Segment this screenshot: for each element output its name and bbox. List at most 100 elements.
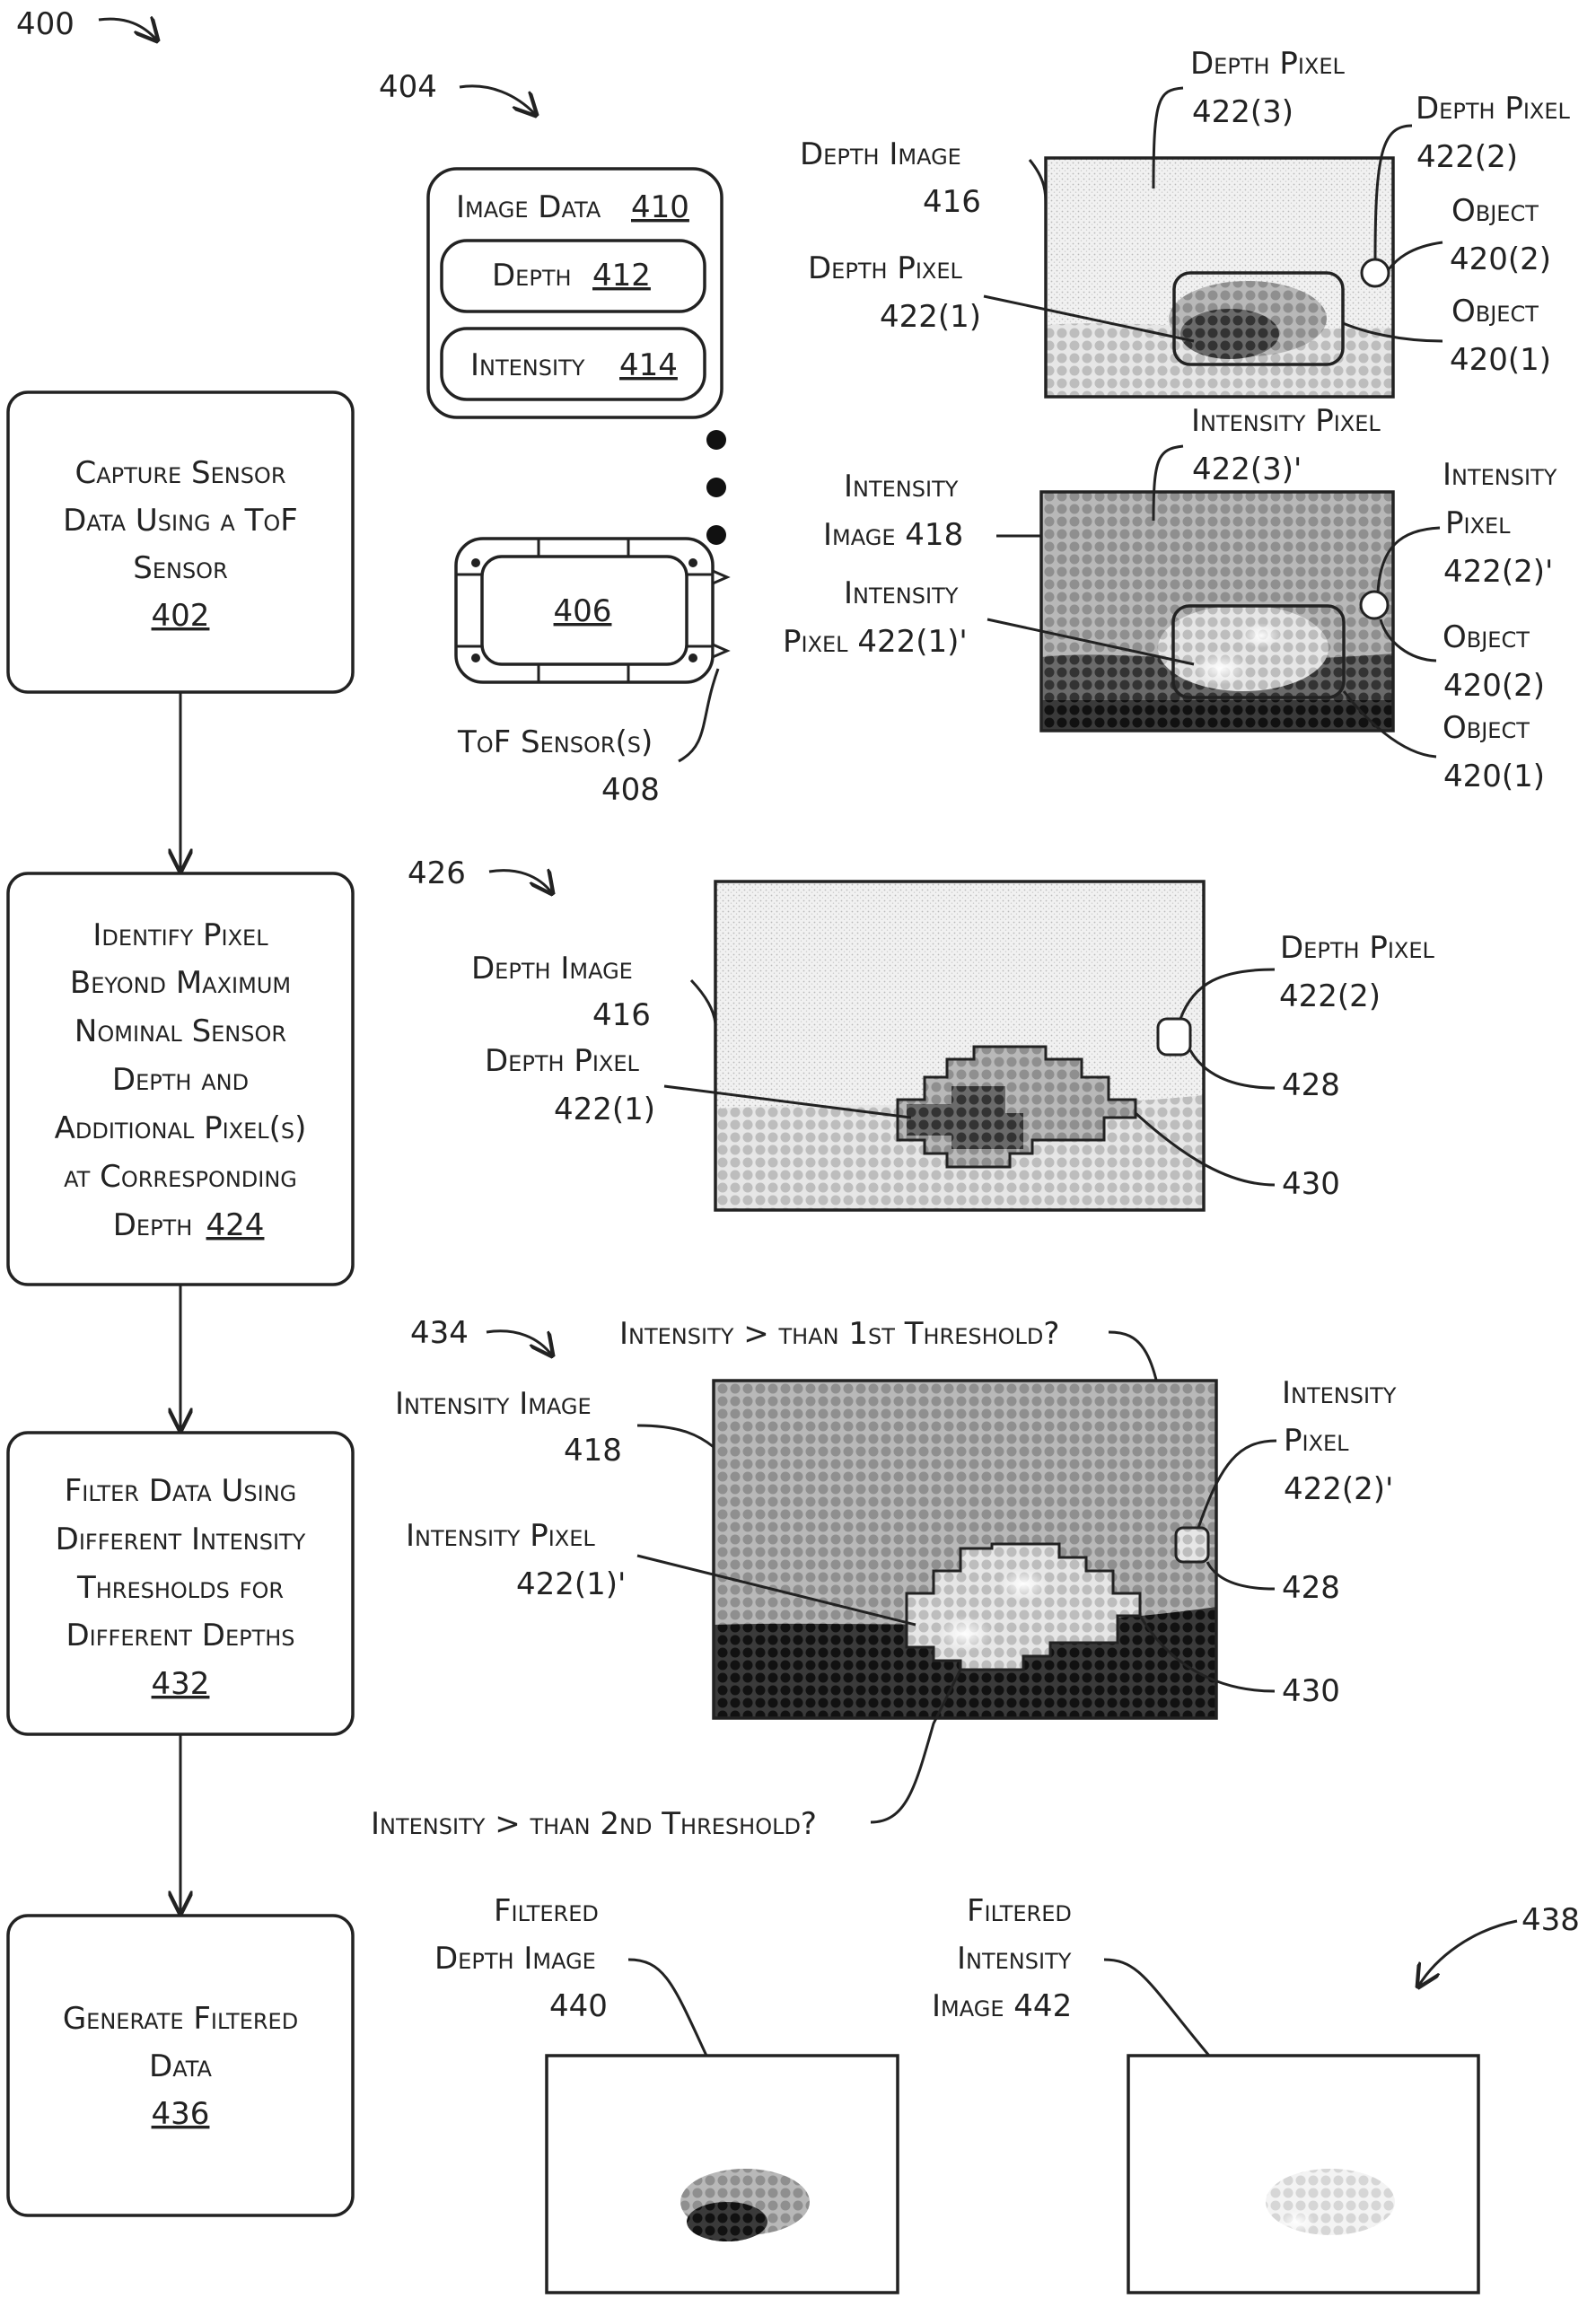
- filtered-depth-object-core: [687, 2202, 767, 2241]
- intensity-pixel-2-label-2: Pixel: [1445, 505, 1511, 541]
- image-data-ref: 410: [631, 189, 689, 225]
- panel-438-ref: 438: [1521, 1902, 1580, 1938]
- step-432-line-3: Thresholds for: [76, 1570, 284, 1606]
- depth-image-small: [1044, 156, 1395, 399]
- step-424-line-6: at Corresponding: [64, 1159, 297, 1195]
- intensity-image-418b-ref: 418: [564, 1433, 622, 1469]
- depth-image-416b-leader: [689, 978, 717, 1024]
- tof-sensor-leader: [678, 668, 720, 763]
- step-box-436: [6, 1914, 355, 2217]
- panel-404: 404 Image Data 410 Depth 412 Intensity 4…: [379, 46, 1571, 808]
- ref-430-leader: [1134, 1111, 1276, 1187]
- step-424-ref: 424: [206, 1207, 265, 1243]
- threshold-2-leader: [870, 1669, 962, 1824]
- step-436-line-1: Generate Filtered: [63, 2001, 298, 2037]
- depth-pixel-1-label: Depth Pixel: [808, 250, 963, 286]
- intensity-image-418b-leader: [636, 1424, 715, 1449]
- depth-data-ref: 412: [592, 258, 651, 294]
- filtered-intensity-label-2: Intensity: [957, 1941, 1072, 1977]
- panel-434: 434 Intensity > than 1st Threshold? Inte…: [371, 1315, 1397, 1842]
- depth-pixel-2-leader: [1373, 124, 1413, 260]
- object-420-2-label: Object: [1451, 193, 1539, 229]
- ellipsis-dot-2: [706, 478, 726, 497]
- object-420-2b-leader: [1379, 618, 1437, 662]
- intensity-pixel-2c-leader: [1197, 1439, 1277, 1529]
- depth-pixel-3-leader: [1152, 86, 1184, 189]
- threshold-2-label: Intensity > than 2nd Threshold?: [371, 1806, 817, 1842]
- step-424-line-7: Depth: [113, 1207, 193, 1243]
- step-424-line-4: Depth and: [112, 1062, 249, 1098]
- depth-pixel-1-ref: 422(1): [880, 299, 981, 335]
- tof-sensor-ref: 408: [601, 772, 660, 808]
- figure-ref-arrow: [98, 19, 157, 40]
- threshold-1-label: Intensity > than 1st Threshold?: [619, 1316, 1059, 1352]
- panel-426-ref: 426: [408, 855, 466, 891]
- intensity-image-large: [712, 1379, 1218, 1720]
- ellipsis-dot-1: [706, 430, 726, 450]
- intensity-pixel-2-leader: [1376, 526, 1441, 593]
- depth-pixel-3-label: Depth Pixel: [1190, 46, 1346, 82]
- filtered-depth-leader: [627, 1958, 708, 2057]
- step-432-line-1: Filter Data Using: [65, 1473, 297, 1509]
- step-402-ref: 402: [152, 598, 210, 634]
- depth-image-416b-label: Depth Image: [471, 951, 633, 987]
- intensity-image-418-label-2: Image 418: [823, 517, 963, 553]
- intensity-pixel-2-ref: 422(2)': [1443, 554, 1553, 590]
- object-420-1-leader: [1342, 321, 1443, 343]
- intensity-data-label: Intensity: [470, 347, 585, 383]
- intensity-image-small: [1039, 490, 1395, 732]
- intensity-pixel-2c-label-1: Intensity: [1282, 1375, 1397, 1411]
- step-436-line-2: Data: [149, 2048, 213, 2084]
- depth-pixel-1b-label: Depth Pixel: [485, 1043, 640, 1079]
- filtered-depth-label-2: Depth Image: [434, 1941, 596, 1977]
- intensity-pixel-2c-ref: 422(2)': [1284, 1471, 1393, 1507]
- step-424-line-2: Beyond Maximum: [70, 965, 291, 1001]
- step-436-ref: 436: [152, 2096, 210, 2132]
- panel-404-ref: 404: [379, 69, 437, 105]
- depth-image-416-label: Depth Image: [800, 136, 961, 172]
- depth-image-416-ref: 416: [923, 184, 981, 220]
- panel-434-ref: 434: [410, 1315, 469, 1351]
- intensity-data-ref: 414: [619, 347, 678, 383]
- depth-pixel-1-leader: [983, 294, 1195, 343]
- object-420-1b-leader: [1342, 690, 1437, 759]
- depth-image-416-leader: [1028, 159, 1048, 207]
- intensity-pixel-1c-leader: [636, 1554, 916, 1627]
- tof-sensor-label: ToF Sensor(s): [457, 724, 653, 760]
- object-420-2b-label: Object: [1443, 619, 1530, 655]
- panel-434-430: 430: [1282, 1673, 1340, 1709]
- flowchart: Capture Sensor Data Using a ToF Sensor 4…: [6, 390, 355, 2217]
- object-420-1-ref: 420(1): [1450, 342, 1551, 378]
- depth-pixel-1b-leader: [663, 1084, 912, 1119]
- intensity-image-418b-label: Intensity Image: [395, 1386, 592, 1422]
- panel-426-428: 428: [1282, 1067, 1340, 1103]
- object-420-2-leader: [1387, 241, 1443, 270]
- filtered-intensity-label-1: Filtered: [967, 1893, 1072, 1929]
- filtered-depth-ref: 440: [549, 1988, 608, 2024]
- step-402-line-2: Data Using a ToF: [63, 503, 298, 539]
- filtered-intensity-leader: [1103, 1958, 1211, 2057]
- step-432-line-4: Different Depths: [66, 1618, 294, 1653]
- object-420-2b-ref: 420(2): [1443, 668, 1545, 704]
- depth-image-416b-ref: 416: [592, 997, 651, 1033]
- object-420-1-label: Object: [1451, 294, 1539, 329]
- panel-426-arrow: [488, 871, 552, 893]
- depth-pixel-2-label: Depth Pixel: [1416, 91, 1571, 127]
- depth-image-large: [714, 880, 1206, 1212]
- intensity-pixel-1c-ref: 422(1)': [516, 1566, 626, 1602]
- step-424-line-3: Nominal Sensor: [75, 1013, 286, 1049]
- filtered-depth-label-1: Filtered: [494, 1893, 599, 1929]
- intensity-data-box: [440, 327, 706, 401]
- panel-438-arrow: [1418, 1919, 1518, 1987]
- panel-434-428: 428: [1282, 1570, 1340, 1606]
- figure-ref: 400: [16, 6, 75, 42]
- depth-pixel-1b-ref: 422(1): [554, 1092, 655, 1127]
- intensity-pixel-3-leader: [1152, 444, 1184, 522]
- filtered-intensity-label-3: Image 442: [932, 1988, 1072, 2024]
- intensity-pixel-1-leader: [987, 618, 1195, 666]
- object-420-1b-label: Object: [1443, 710, 1530, 746]
- intensity-pixel-3-ref: 422(3)': [1192, 452, 1302, 487]
- step-402-line-3: Sensor: [133, 550, 228, 586]
- step-box-402: [6, 390, 355, 694]
